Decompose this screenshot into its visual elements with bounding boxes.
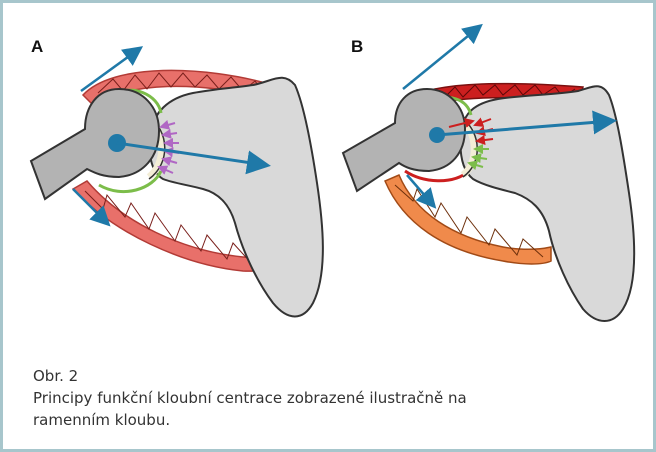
panel-a-label: A — [31, 37, 43, 57]
panel-a-humerus — [31, 89, 159, 199]
caption-line-2: ramenním kloubu. — [33, 409, 593, 431]
panel-b-humerus — [343, 89, 465, 191]
panel-b-label: B — [351, 37, 363, 57]
panel-a-drawing — [31, 49, 323, 317]
figure-caption: Obr. 2 Principy funkční kloubní centrace… — [33, 365, 593, 431]
caption-line-1: Principy funkční kloubní centrace zobraz… — [33, 387, 593, 409]
panel-b-drawing — [343, 27, 634, 321]
panel-a-scapula — [150, 78, 323, 317]
caption-number: Obr. 2 — [33, 365, 593, 387]
